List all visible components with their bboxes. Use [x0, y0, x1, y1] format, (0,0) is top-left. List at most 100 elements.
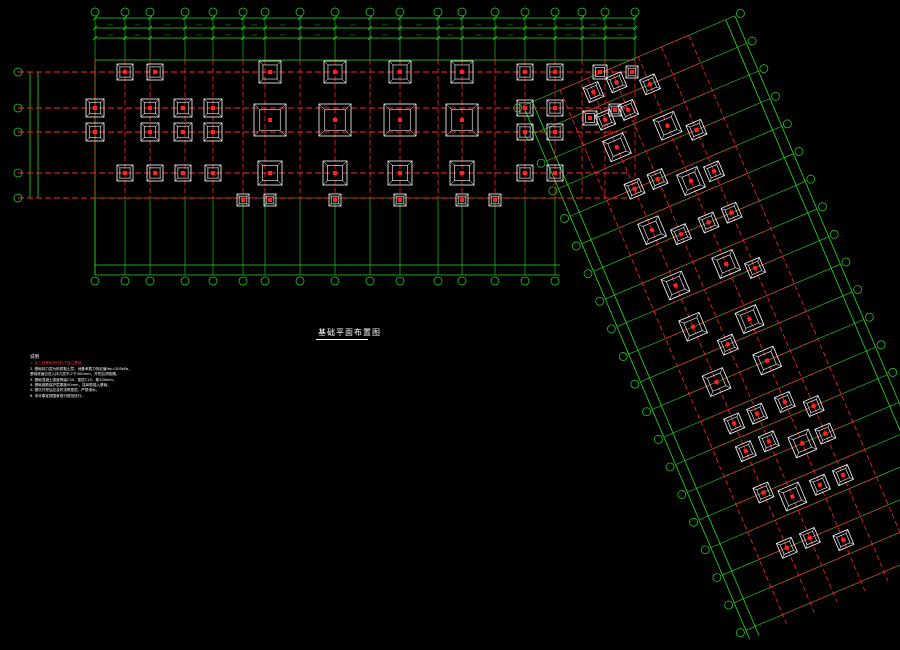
footing: [383, 103, 417, 137]
column: [181, 171, 185, 175]
footing: [388, 60, 412, 84]
footing-outline: [174, 164, 192, 182]
axis-line: [688, 35, 900, 570]
footing-slope: [646, 174, 651, 177]
footing-outline: [625, 65, 639, 79]
axis-bubble: [677, 490, 687, 499]
footing-slope: [85, 98, 90, 103]
footing-slope: [140, 122, 145, 127]
footing-outline: [582, 110, 598, 126]
footing-slope: [280, 103, 287, 110]
footing-slope: [253, 103, 260, 110]
footing-slope: [805, 544, 808, 549]
column: [333, 70, 337, 74]
axis-bubble: [120, 7, 130, 17]
footing-slope: [204, 177, 209, 182]
footing: [601, 132, 632, 163]
footing-slope: [780, 408, 783, 413]
footing-slope: [450, 60, 456, 66]
axis-bubble: [520, 7, 530, 17]
footing-step: [207, 167, 219, 179]
column: [713, 379, 720, 385]
footing-slope: [799, 533, 804, 536]
column: [746, 316, 753, 322]
dimension-tick: [552, 15, 558, 21]
footing-step: [451, 109, 473, 131]
axis-bubble: [13, 193, 23, 203]
footing-slope: [626, 150, 632, 154]
footing-slope: [323, 60, 329, 66]
axis-line: [610, 68, 838, 603]
axis-bubble: [208, 7, 218, 17]
axis-line: [723, 421, 854, 477]
footing-slope: [684, 288, 691, 292]
footing-slope: [676, 174, 682, 178]
footing-outline: [697, 211, 720, 234]
footing-slope: [683, 223, 686, 228]
footing: [116, 63, 134, 81]
dimension-tick: [522, 35, 528, 41]
column: [840, 537, 846, 543]
footing-outline: [146, 164, 164, 182]
column: [840, 472, 846, 478]
axis-bubble: [330, 7, 340, 17]
footing-slope: [383, 130, 390, 137]
footing: [174, 164, 192, 182]
footing-slope: [236, 193, 240, 197]
axis-line: [559, 89, 787, 625]
footing-outline: [752, 345, 783, 376]
footing-step: [673, 227, 689, 242]
footing-step: [621, 102, 636, 118]
footing-slope: [85, 113, 90, 118]
axis-bubble: [90, 7, 100, 17]
footing: [720, 201, 743, 224]
column: [649, 227, 655, 233]
footing-slope: [146, 63, 151, 68]
footing-outline: [720, 201, 743, 224]
footing-slope: [338, 203, 342, 207]
footing-slope: [328, 193, 332, 197]
dimension-tick: [579, 35, 585, 41]
footing-slope: [559, 136, 564, 141]
dimension-tick: [602, 35, 608, 41]
column: [523, 171, 527, 175]
footing-slope: [809, 480, 814, 483]
footing-slope: [445, 103, 452, 110]
axis-line: [559, 34, 690, 91]
column: [153, 70, 157, 74]
footing-slope: [469, 160, 475, 166]
footing-slope: [393, 193, 397, 197]
footing-slope: [594, 122, 598, 126]
footing-slope: [661, 279, 667, 282]
footing-slope: [218, 122, 223, 127]
footing-slope: [787, 437, 794, 440]
dimension-tick: [435, 25, 441, 31]
axis-line: [782, 559, 900, 616]
column: [688, 178, 694, 184]
column: [822, 431, 828, 437]
footing-slope: [546, 112, 551, 117]
footing-outline: [393, 193, 407, 207]
footing-outline: [746, 402, 769, 425]
footing-slope: [602, 141, 608, 144]
column: [613, 79, 620, 85]
axis-bubble: [577, 7, 587, 17]
column: [398, 171, 402, 175]
footing-slope: [720, 367, 723, 373]
footing: [323, 60, 347, 84]
axis-bubble: [829, 229, 839, 239]
footing-slope: [322, 180, 328, 186]
axis-line: [630, 200, 760, 257]
dimension-tick: [92, 15, 98, 21]
footing-slope: [757, 257, 760, 262]
footing-slope: [761, 270, 766, 273]
footing-outline: [253, 103, 287, 137]
dimension-tick: [240, 15, 246, 21]
footing: [582, 81, 605, 104]
axis-bubble: [689, 517, 698, 527]
axis-bubble: [642, 407, 651, 417]
footing-slope: [559, 76, 564, 81]
footing-slope: [100, 137, 105, 142]
axis-bubble: [13, 103, 23, 113]
footing-slope: [750, 274, 753, 279]
